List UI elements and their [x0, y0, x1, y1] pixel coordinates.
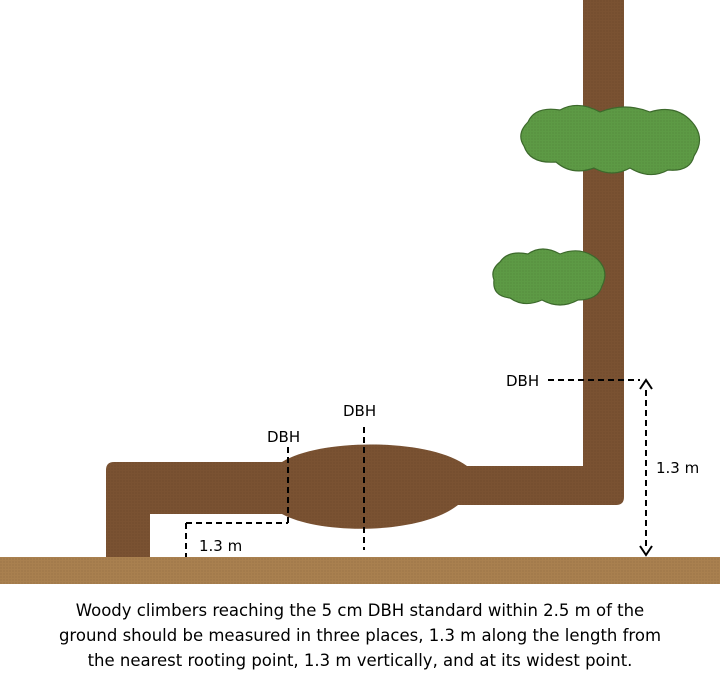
dbh-label-length: DBH: [267, 428, 300, 446]
vertical-arrowheads: [639, 378, 653, 557]
measurement-guides: [185, 379, 647, 557]
leaf-cluster-upper: [520, 104, 701, 176]
caption-line-3: the nearest rooting point, 1.3 m vertica…: [87, 651, 633, 670]
dbh-label-trunk: DBH: [506, 372, 539, 390]
figure-caption: Woody climbers reaching the 5 cm DBH sta…: [0, 598, 720, 673]
caption-line-1: Woody climbers reaching the 5 cm DBH sta…: [75, 601, 645, 620]
arrowhead-down-icon: [639, 545, 653, 557]
woody-climber-diagram: DBH DBH DBH 1.3 m 1.3 m: [0, 0, 720, 584]
vertical-distance-label: 1.3 m: [656, 459, 699, 477]
climber-stem: [106, 0, 624, 557]
ground: [0, 557, 720, 584]
length-distance-label: 1.3 m: [199, 537, 242, 555]
leaf-cluster-lower: [492, 248, 606, 306]
arrowhead-up-icon: [639, 378, 653, 390]
dbh-label-widest: DBH: [343, 402, 376, 420]
caption-line-2: ground should be measured in three place…: [58, 626, 662, 645]
